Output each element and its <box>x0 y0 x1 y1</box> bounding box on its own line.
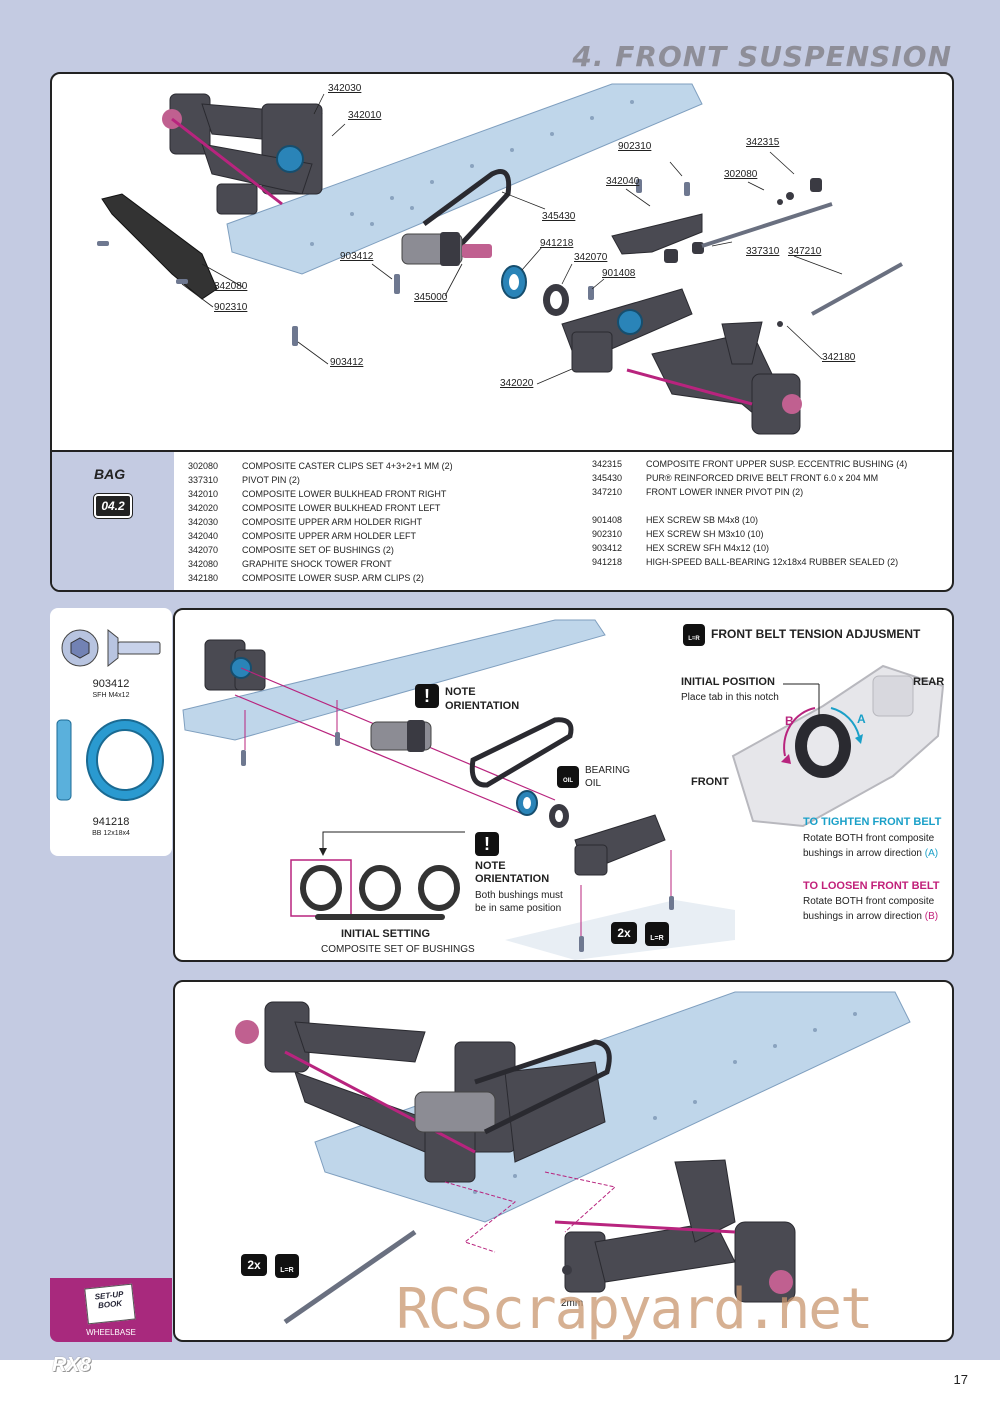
exploded-view-panel: 342030 342010 902310 342315 342040 30208… <box>50 72 954 592</box>
rx8-logo: RX8 <box>52 1354 91 1376</box>
lr-badge-title: L=R <box>683 624 705 646</box>
arrow-a-label: A <box>857 712 866 726</box>
loosen-title: TO LOOSEN FRONT BELT <box>803 880 940 892</box>
part-label-342080: 342080 <box>214 281 248 292</box>
final-assembly-panel: 2x L=R 2mm <box>173 980 954 1342</box>
note2-heading: NOTE <box>475 860 506 872</box>
qty-badge: 2x <box>611 922 637 944</box>
warning-icon: ! <box>415 684 439 708</box>
bulkhead-detail <box>731 664 945 828</box>
exploded-diagram <box>97 83 903 435</box>
tighten-text-2: bushings in arrow direction (A) <box>803 848 939 859</box>
part-label-342070: 342070 <box>574 252 608 263</box>
part-label-901408: 901408 <box>602 268 636 279</box>
note-heading-2: ORIENTATION <box>445 700 520 712</box>
belt-tension-title: FRONT BELT TENSION ADJUSMENT <box>711 627 921 641</box>
part-label-342030: 342030 <box>328 83 362 94</box>
bag-label: BAG <box>94 466 126 482</box>
loosen-text-2: bushings in arrow direction (B) <box>803 911 939 922</box>
screw-number: 903412 <box>92 678 130 690</box>
part-label-342315: 342315 <box>746 137 780 148</box>
setup-book-box: SET-UP BOOK WHEELBASE <box>50 1278 172 1342</box>
part-label-337310: 337310 <box>746 246 780 257</box>
part-label-302080: 302080 <box>724 169 758 180</box>
belt-assembly-diagram <box>182 619 735 960</box>
bearing-icon <box>56 719 164 801</box>
bag-box: BAG 04.2 <box>52 452 174 590</box>
final-assembly-diagram <box>235 991 911 1325</box>
arrow-b-label: B <box>785 714 794 728</box>
belt-tension-panel: ! NOTE ORIENTATION OIL BEARING OIL ! NOT… <box>173 608 954 962</box>
loosen-text: Rotate BOTH front composite <box>803 896 935 907</box>
bearing-number: 941218 <box>92 816 130 828</box>
setup-book-icon: SET-UP BOOK <box>84 1283 136 1325</box>
bearing-oil-label-2: OIL <box>585 778 602 789</box>
tighten-text: Rotate BOTH front composite <box>803 833 935 844</box>
part-label-347210: 347210 <box>788 246 822 257</box>
screw-description: SFH M4x12 <box>92 692 130 699</box>
bearing-description: BB 12x18x4 <box>92 830 130 837</box>
dimension-label: 2mm <box>561 1298 584 1309</box>
part-label-902310b: 902310 <box>214 302 248 313</box>
part-label-345430: 345430 <box>542 211 576 222</box>
part-label-941218: 941218 <box>540 238 574 249</box>
warning-icon-2: ! <box>475 832 499 856</box>
note-heading: NOTE <box>445 686 476 698</box>
part-label-342180: 342180 <box>822 352 856 363</box>
page-number: 17 <box>953 1372 968 1387</box>
watermark: RCScrapyard.net <box>396 1277 874 1342</box>
parts-list-divider <box>52 450 952 452</box>
screw-icon <box>61 628 161 668</box>
note2-heading-2: ORIENTATION <box>475 873 550 885</box>
front-label: FRONT <box>691 776 729 788</box>
initial-position-label: INITIAL POSITION <box>681 676 775 688</box>
initial-setting-label: INITIAL SETTING <box>341 928 431 940</box>
page-title: 4. FRONT SUSPENSION <box>572 40 952 73</box>
oil-icon: OIL <box>557 766 579 788</box>
part-label-902310: 902310 <box>618 141 652 152</box>
bearing-oil-label: BEARING <box>585 765 631 776</box>
tighten-title: TO TIGHTEN FRONT BELT <box>803 816 942 828</box>
hardware-sidebar: 903412 SFH M4x12 941218 BB 12x18x4 <box>50 608 172 856</box>
lr-badge: L=R <box>275 1254 299 1278</box>
bag-number-badge: 04.2 <box>93 493 133 519</box>
part-label-342020: 342020 <box>500 378 534 389</box>
part-label-345000: 345000 <box>414 292 448 303</box>
part-label-903412b: 903412 <box>330 357 364 368</box>
note2-text-2: be in same position <box>475 903 562 914</box>
note2-text: Both bushings must <box>475 890 563 901</box>
lr-badge: L=R <box>645 922 669 946</box>
wheelbase-label: WHEELBASE <box>86 1328 136 1337</box>
composite-bushings-label: COMPOSITE SET OF BUSHINGS <box>321 944 475 955</box>
part-label-903412: 903412 <box>340 251 374 262</box>
qty-badge: 2x <box>241 1254 267 1276</box>
place-tab-label: Place tab in this notch <box>681 692 779 703</box>
rear-label: REAR <box>913 676 945 688</box>
part-label-342010: 342010 <box>348 110 382 121</box>
part-label-342040: 342040 <box>606 176 640 187</box>
